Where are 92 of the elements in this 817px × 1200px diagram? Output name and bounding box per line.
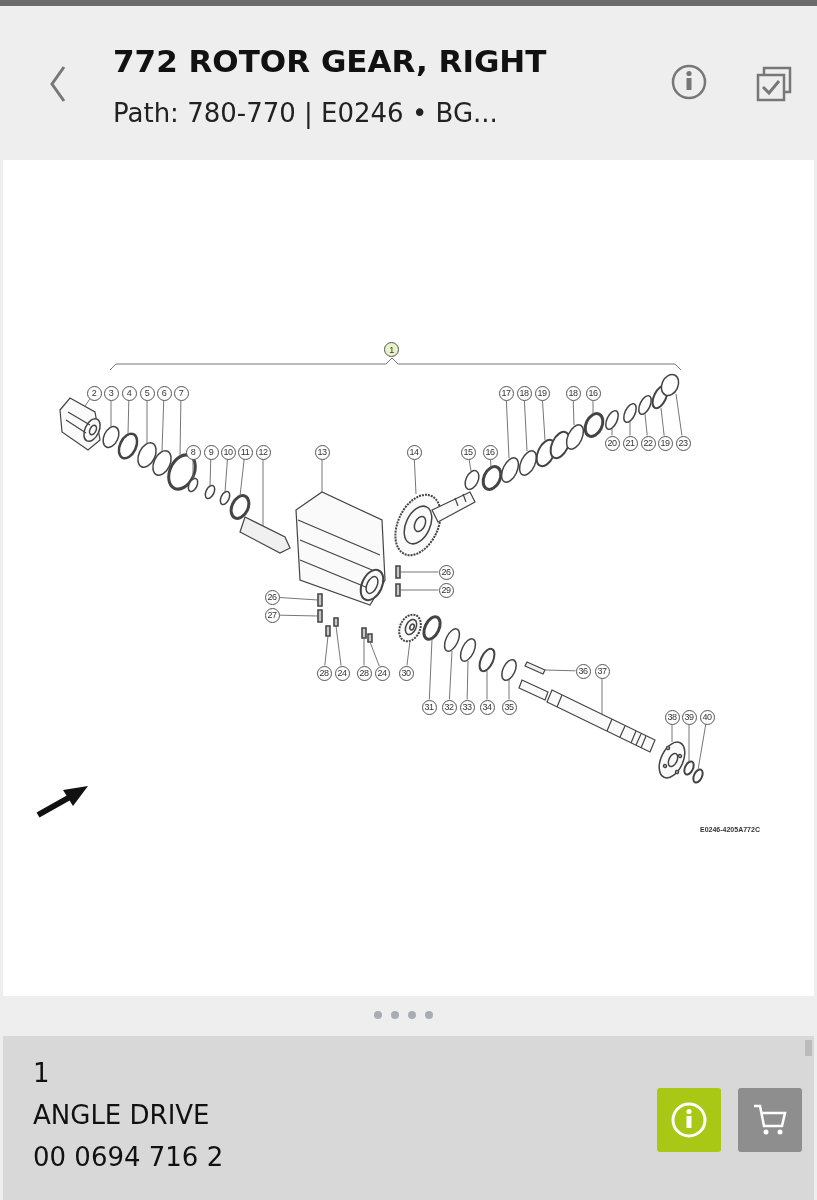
ring bbox=[443, 628, 461, 652]
bolt bbox=[317, 609, 323, 623]
leader-line bbox=[466, 660, 469, 700]
leader-line bbox=[660, 407, 665, 436]
ring bbox=[638, 394, 652, 416]
coupling bbox=[59, 397, 101, 451]
ring bbox=[152, 450, 172, 476]
leader-line bbox=[399, 571, 439, 573]
bearing bbox=[422, 615, 442, 641]
bevel-gear bbox=[394, 491, 476, 557]
leader-line bbox=[523, 400, 528, 452]
leader-line bbox=[127, 400, 130, 435]
leader-line bbox=[161, 400, 165, 452]
leader-line bbox=[84, 398, 91, 407]
leader-line bbox=[675, 393, 683, 437]
leader-line bbox=[406, 640, 411, 666]
breadcrumb-path: Path: 780-770 | E0246 • BG... bbox=[113, 98, 498, 128]
gearbox-housing bbox=[295, 491, 386, 606]
bolt bbox=[325, 625, 331, 637]
leader-line bbox=[542, 400, 546, 441]
bearing bbox=[481, 465, 503, 491]
washer bbox=[501, 658, 517, 682]
bolt bbox=[317, 593, 323, 607]
leader-line bbox=[448, 650, 453, 700]
leader-line bbox=[399, 589, 439, 591]
leader-line bbox=[321, 459, 323, 493]
leader-line bbox=[629, 421, 631, 436]
bearing bbox=[229, 494, 251, 520]
leader-line bbox=[572, 400, 575, 426]
leader-line bbox=[224, 459, 228, 493]
sleeve bbox=[239, 516, 291, 554]
ring bbox=[623, 402, 637, 424]
leader-line bbox=[601, 678, 603, 715]
ring bbox=[692, 768, 704, 784]
leader-line bbox=[671, 724, 673, 743]
ring bbox=[565, 424, 585, 450]
ring bbox=[683, 760, 695, 776]
part-number: 00 0694 716 2 bbox=[33, 1142, 224, 1172]
leader-line bbox=[611, 428, 613, 436]
title: 772 ROTOR GEAR, RIGHT bbox=[113, 43, 547, 79]
ring bbox=[459, 638, 477, 662]
leader-line bbox=[110, 400, 112, 428]
leader-line bbox=[505, 400, 510, 459]
leader-line bbox=[468, 458, 472, 472]
ring bbox=[102, 425, 120, 449]
key bbox=[524, 661, 546, 675]
leader-line bbox=[592, 400, 594, 415]
leader-line bbox=[179, 400, 182, 457]
ring bbox=[187, 477, 199, 493]
ring bbox=[464, 469, 480, 491]
ring bbox=[204, 484, 216, 500]
bearing bbox=[167, 453, 197, 491]
bearing bbox=[583, 412, 605, 438]
ring bbox=[478, 647, 496, 673]
ring bbox=[518, 450, 538, 476]
leader-line bbox=[644, 413, 648, 436]
leader-line bbox=[192, 459, 194, 480]
bolt bbox=[395, 583, 401, 597]
ring bbox=[137, 442, 157, 468]
ring bbox=[117, 432, 139, 460]
pinion bbox=[398, 613, 422, 643]
leader-line bbox=[279, 597, 319, 601]
leader-line bbox=[544, 669, 576, 672]
leader-line bbox=[146, 400, 148, 444]
leader-line bbox=[508, 679, 510, 700]
leader-line bbox=[239, 459, 245, 497]
ring bbox=[219, 490, 231, 506]
leader-line bbox=[490, 459, 492, 468]
shaft bbox=[518, 679, 656, 753]
ring bbox=[500, 457, 520, 483]
leader-line bbox=[486, 670, 488, 700]
bolt bbox=[361, 627, 367, 639]
washer bbox=[333, 617, 339, 627]
ring-pair bbox=[535, 430, 571, 468]
flange bbox=[658, 741, 686, 779]
leader-line bbox=[363, 637, 365, 666]
part-name: ANGLE DRIVE bbox=[33, 1100, 210, 1130]
item-number: 1 bbox=[33, 1058, 50, 1088]
leader-line bbox=[413, 459, 417, 495]
leader-line bbox=[428, 638, 433, 700]
leader-line bbox=[262, 459, 264, 527]
ring bbox=[660, 373, 680, 397]
leader-line bbox=[335, 625, 342, 666]
leader-line bbox=[369, 641, 380, 667]
washer bbox=[367, 633, 373, 643]
leader-line bbox=[697, 723, 707, 771]
bolt bbox=[395, 565, 401, 579]
leader-line bbox=[209, 459, 212, 487]
ring bbox=[605, 409, 619, 431]
leader-line bbox=[688, 724, 690, 763]
leader-line bbox=[324, 635, 329, 666]
leader-line bbox=[279, 614, 319, 617]
